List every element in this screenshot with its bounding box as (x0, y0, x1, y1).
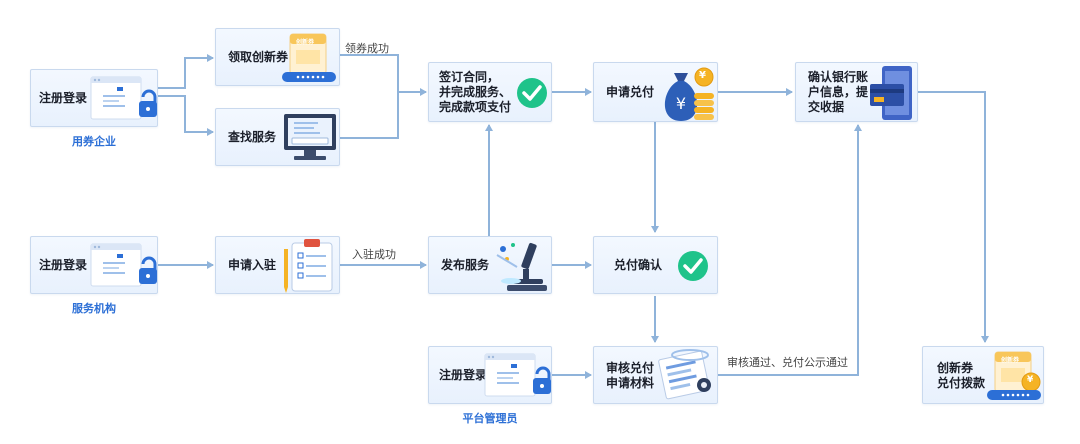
voucher-badge-text: 创新券 (296, 39, 315, 46)
node-label: 创新券 兑付拨款 (937, 361, 986, 390)
edge-label-settle-success: 入驻成功 (352, 248, 396, 261)
lock-icon (139, 256, 157, 284)
node-voucher-payout[interactable]: 创新券 兑付拨款 创新券 ¥ (922, 346, 1044, 404)
node-register-admin[interactable]: 注册登录 (428, 346, 552, 404)
role-institution: 服务机构 (72, 302, 116, 315)
edge-review-to-bank (718, 124, 862, 376)
edge-label-voucher-success: 领券成功 (345, 42, 389, 55)
edge-label-review-pass: 审核通过、兑付公示通过 (727, 356, 848, 369)
monitor-icon (284, 114, 336, 160)
node-label: 兑付确认 (614, 258, 663, 272)
node-confirm-bank[interactable]: 确认银行账 户信息，提 交收据 (795, 62, 918, 122)
edge-find-to-sign (340, 92, 399, 139)
node-label: 注册登录 (39, 258, 88, 272)
node-sign-contract[interactable]: 签订合同， 并完成服务、 完成款项支付 (428, 62, 552, 122)
node-label: 查找服务 (228, 130, 277, 144)
node-label: 签订合同， 并完成服务、 完成款项支付 (439, 70, 512, 114)
edge-bank-to-payout (918, 91, 989, 343)
check-icon (517, 78, 547, 108)
node-label: 注册登录 (439, 368, 488, 382)
login-window-icon (484, 353, 551, 397)
coin-yen-text: ¥ (699, 70, 706, 81)
bank-card-icon (870, 66, 912, 120)
login-window-icon (90, 243, 157, 287)
node-register-enterprise[interactable]: 注册登录 (30, 69, 158, 127)
node-publish-service[interactable]: 发布服务 (428, 236, 552, 294)
node-label: 确认银行账 户信息，提 交收据 (808, 70, 869, 114)
login-window-icon (90, 76, 157, 120)
document-scan-icon (658, 349, 711, 400)
role-admin: 平台管理员 (462, 412, 518, 425)
node-label: 发布服务 (441, 258, 490, 272)
voucher-card-icon (987, 351, 1041, 400)
edge-register-to-voucher (158, 54, 214, 89)
node-find-service[interactable]: 查找服务 (215, 108, 340, 166)
node-apply-settle[interactable]: 申请入驻 (215, 236, 340, 294)
edge-register-to-find (158, 95, 214, 136)
edge-voucher-to-sign (340, 54, 427, 96)
node-label: 注册登录 (39, 91, 88, 105)
microscope-icon (496, 242, 547, 291)
lock-icon (139, 89, 157, 117)
node-label: 领取创新券 (228, 50, 289, 64)
node-get-voucher[interactable]: 领取创新券 创新券 (215, 28, 340, 86)
node-review-material[interactable]: 审核兑付 申请材料 (593, 346, 718, 404)
check-icon (678, 251, 708, 281)
role-enterprise: 用券企业 (72, 135, 116, 148)
svg-text:¥: ¥ (676, 94, 686, 113)
node-redeem-confirm[interactable]: 兑付确认 (593, 236, 718, 294)
node-label: 审核兑付 申请材料 (606, 361, 655, 390)
money-bag-icon: ¥ (664, 67, 714, 121)
coin-yen-text: ¥ (1027, 375, 1034, 385)
node-label: 申请入驻 (228, 258, 277, 272)
voucher-card-icon (282, 33, 336, 82)
node-register-institution[interactable]: 注册登录 (30, 236, 158, 294)
voucher-badge-text: 创新券 (1001, 357, 1020, 364)
node-label: 申请兑付 (606, 85, 655, 99)
lock-icon (533, 366, 551, 394)
node-apply-redeem[interactable]: 申请兑付 ¥ ¥ (593, 62, 718, 122)
clipboard-icon (284, 239, 333, 293)
